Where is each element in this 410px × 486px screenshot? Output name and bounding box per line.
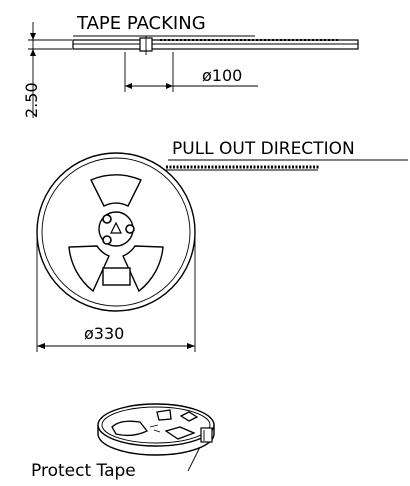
dim-250-arrow-bottom xyxy=(30,49,36,56)
protect-tape-band xyxy=(200,427,213,443)
reel-window-top xyxy=(90,174,142,207)
reel-window-right xyxy=(122,245,164,293)
pull-out-indicator: PULL OUT DIRECTION xyxy=(166,139,408,171)
dim-250-label: 2.50 xyxy=(22,82,41,118)
iso-window-top xyxy=(156,409,172,421)
dim-100-label: ø100 xyxy=(202,66,242,85)
reel-side-profile xyxy=(72,39,359,50)
iso-hub-mark xyxy=(149,424,159,428)
hub-hole-right xyxy=(125,224,135,234)
reel-label-area xyxy=(102,267,131,286)
hub-hole-top xyxy=(102,214,112,224)
dim-330-arrow-left xyxy=(37,343,45,349)
iso-window-left xyxy=(111,420,149,437)
iso-label-area xyxy=(179,411,199,422)
side-view: TAPE PACKING 2.50 ø100 xyxy=(22,13,359,118)
reel-front-view: ø330 xyxy=(36,152,196,352)
protect-tape-label: Protect Tape xyxy=(31,461,136,481)
hub-center-triangle xyxy=(110,221,122,234)
pull-out-label: PULL OUT DIRECTION xyxy=(172,139,355,159)
dim-330-label: ø330 xyxy=(84,324,124,343)
dim-250-arrow-top xyxy=(30,33,36,40)
dim-100-arrow-right xyxy=(166,83,173,89)
reel-window-left xyxy=(68,245,110,293)
hub-hole-bottom xyxy=(102,235,112,245)
dim-330-arrow-right xyxy=(187,343,195,349)
dim-100-arrow-left xyxy=(125,83,132,89)
protect-tape-leader xyxy=(187,446,201,472)
tape-packing-title: TAPE PACKING xyxy=(76,13,206,34)
iso-window-right xyxy=(164,426,196,440)
reel-inner-rim xyxy=(41,157,191,307)
iso-reel-inner-rim xyxy=(101,406,211,444)
iso-hub-mark-2 xyxy=(153,429,161,433)
reel-isometric-view: Protect Tape xyxy=(31,403,215,481)
